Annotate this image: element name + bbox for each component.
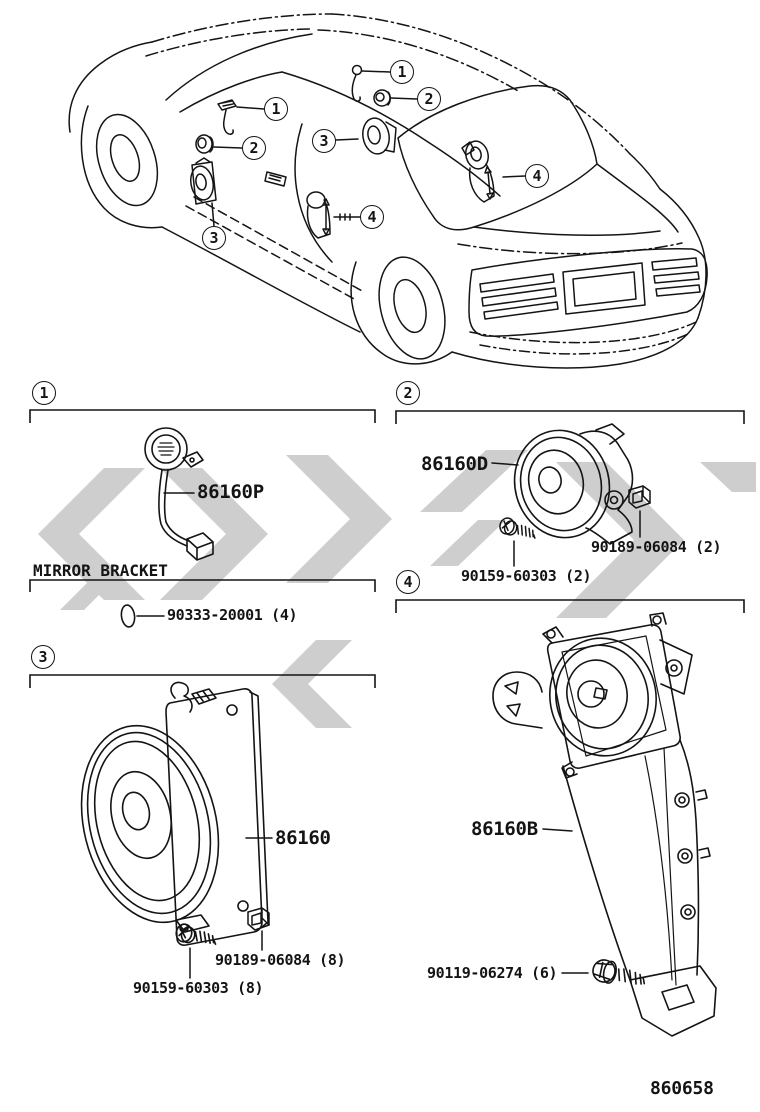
part-86160B-drawing	[492, 612, 717, 1037]
part-label-90333-20001: 90333-20001 (4)	[167, 606, 298, 624]
part-label-86160P: 86160P	[197, 481, 264, 503]
part-label-86160B: 86160B	[471, 818, 538, 840]
section-3-badge: 3	[31, 645, 55, 669]
section-4-badge: 4	[396, 570, 420, 594]
part-label-90189-06084-2: 90189-06084 (2)	[591, 538, 722, 556]
car-callout-3-front-left: 3	[202, 226, 226, 250]
section-2-badge: 2	[396, 381, 420, 405]
part-label-90119-06274-6: 90119-06274 (6)	[427, 964, 558, 982]
part-86160D-drawing	[497, 423, 651, 545]
part-label-90159-60303-8: 90159-60303 (8)	[133, 979, 264, 997]
part-label-86160D: 86160D	[421, 453, 488, 475]
car-callout-1-front-left: 1	[264, 97, 288, 121]
part-label-90189-06084-8: 90189-06084 (8)	[215, 951, 346, 969]
car-callout-4-rear-deck: 4	[525, 164, 549, 188]
car-callout-3-front-right: 3	[312, 129, 336, 153]
part-86160P-drawing	[120, 427, 214, 628]
part-label-90159-60303-2: 90159-60303 (2)	[461, 567, 592, 585]
mirror-bracket-note: MIRROR BRACKET	[33, 561, 168, 580]
section-brackets	[29, 409, 745, 688]
car-callout-2-front-left: 2	[242, 136, 266, 160]
part-label-86160: 86160	[275, 827, 331, 849]
car-speaker-glyphs	[190, 64, 495, 239]
part-86160-drawing	[80, 681, 270, 949]
car-callout-2-rear: 2	[417, 87, 441, 111]
car-illustration	[68, 13, 708, 369]
watermark-logo	[38, 450, 756, 728]
car-callout-4-quarter: 4	[360, 205, 384, 229]
section-1-badge: 1	[32, 381, 56, 405]
figure-number: 860658	[650, 1078, 714, 1099]
car-callout-leaders	[211, 70, 526, 227]
car-callout-1-rear: 1	[390, 60, 414, 84]
label-leader-lines	[136, 462, 641, 979]
